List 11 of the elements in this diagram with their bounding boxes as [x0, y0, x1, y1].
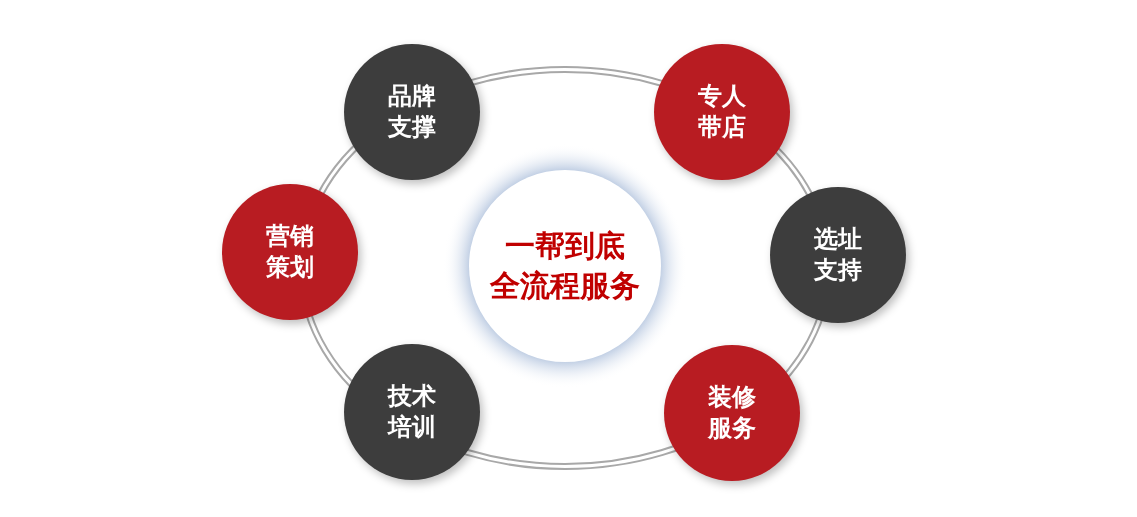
- service-circle: [664, 345, 800, 481]
- service-circle: [344, 44, 480, 180]
- circle-label: 一帮到底全流程服务: [490, 226, 640, 305]
- circle-label: 营销策划: [265, 220, 315, 283]
- circle-label: 专人带店: [697, 80, 747, 143]
- service-circle: [344, 344, 480, 480]
- circle-label: 技术培训: [386, 380, 437, 443]
- circle-label: 装修服务: [706, 381, 757, 444]
- circle-label: 品牌支撑: [387, 80, 437, 143]
- service-circle: [654, 44, 790, 180]
- circle-label: 选址支持: [813, 223, 863, 286]
